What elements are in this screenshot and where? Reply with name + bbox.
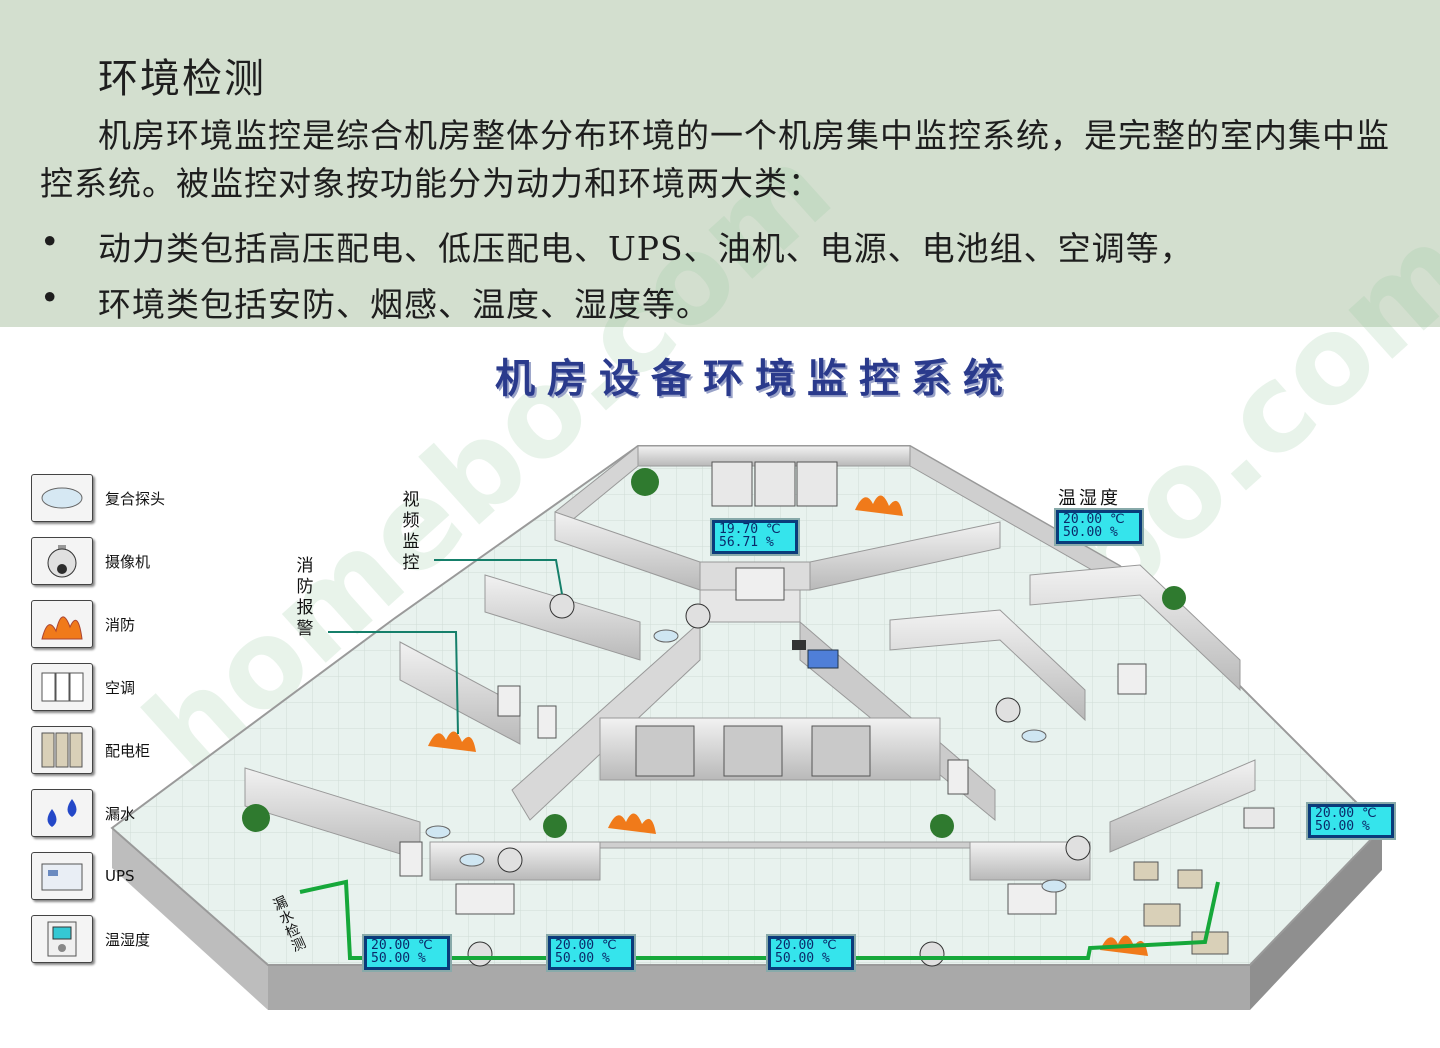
legend-item-composite-probe: 复合探头: [31, 472, 251, 524]
distribution-cabinets: [635, 725, 871, 777]
legend-item-camera: 摄像机: [31, 535, 251, 587]
diagram-title: 机房设备环境监控系统: [495, 356, 1015, 402]
air-conditioner-units: [711, 461, 838, 507]
floor-base-side: [112, 828, 268, 1010]
wall: [889, 609, 1086, 722]
wall: [1109, 759, 1256, 853]
callout-line-fire: [328, 631, 459, 735]
legend-label: 温湿度: [105, 930, 151, 949]
bullet-item-environment: • 环境类包括安防、烟感、温度、湿度等。: [40, 278, 710, 326]
fire-markers: [428, 495, 1148, 956]
legend-item-distribution-cabinet: 配电柜: [31, 724, 251, 776]
callout-temp-humidity: 温湿度: [1058, 488, 1121, 509]
ups-icon: [41, 863, 83, 891]
bullet-text: 环境类包括安防、烟感、温度、湿度等。: [98, 285, 710, 324]
callout-fire-alarm: 消防报警: [296, 556, 314, 639]
fire-icon: [41, 616, 83, 640]
bullet-dot: •: [40, 278, 61, 317]
probe-markers: [425, 629, 1067, 893]
legend-item-fire: 消防: [31, 598, 251, 650]
operator-desk: [807, 649, 839, 669]
legend-item-air-conditioner: 空调: [31, 661, 251, 713]
section-heading: 环境检测: [98, 56, 266, 102]
ups-unit: [1243, 807, 1275, 829]
legend-label: 摄像机: [105, 552, 151, 571]
leak-detection-cable: [299, 879, 1220, 960]
wall: [1029, 564, 1241, 692]
legend-label: 空调: [105, 678, 136, 697]
legend-label: UPS: [105, 867, 135, 885]
lower-right-cabinets: [1133, 861, 1229, 955]
distribution-cabinet-icon: [41, 732, 83, 768]
bullet-item-power: • 动力类包括高压配电、低压配电、UPS、油机、电源、电池组、空调等，: [40, 222, 1194, 270]
wall: [399, 641, 521, 745]
air-conditioner-icon: [41, 672, 84, 702]
legend-label: 消防: [105, 615, 136, 634]
callout-video-monitoring: 视频监控: [402, 490, 420, 573]
water-leak-icon: [47, 799, 77, 827]
legend-label: 配电柜: [105, 741, 151, 760]
thermo-hygrometer-icon: [47, 921, 77, 957]
text-panel: [0, 0, 1440, 327]
legend-label: 漏水: [105, 804, 136, 823]
legend-item-thermo-hygrometer: 温湿度: [31, 913, 251, 965]
wall: [599, 841, 971, 849]
legend-item-ups: UPS: [31, 850, 251, 902]
legend-label: 复合探头: [105, 489, 166, 508]
floor-base-side: [1250, 828, 1382, 1010]
bullet-dot: •: [40, 222, 61, 261]
intro-paragraph: 机房环境监控是综合机房整体分布环境的一个机房集中监控系统，是完整的室内集中监控系…: [40, 116, 1390, 203]
composite-probe-icon: [41, 487, 83, 509]
wall: [969, 841, 1091, 881]
plants: [242, 468, 1186, 838]
camera-icon: [47, 545, 77, 578]
bullet-text: 动力类包括高压配电、低压配电、UPS、油机、电源、电池组、空调等，: [98, 229, 1194, 268]
floor-base-side: [268, 965, 1250, 1010]
monitor: [792, 640, 806, 650]
legend-item-water-leak: 漏水: [31, 787, 251, 839]
callout-line-video: [434, 559, 563, 595]
